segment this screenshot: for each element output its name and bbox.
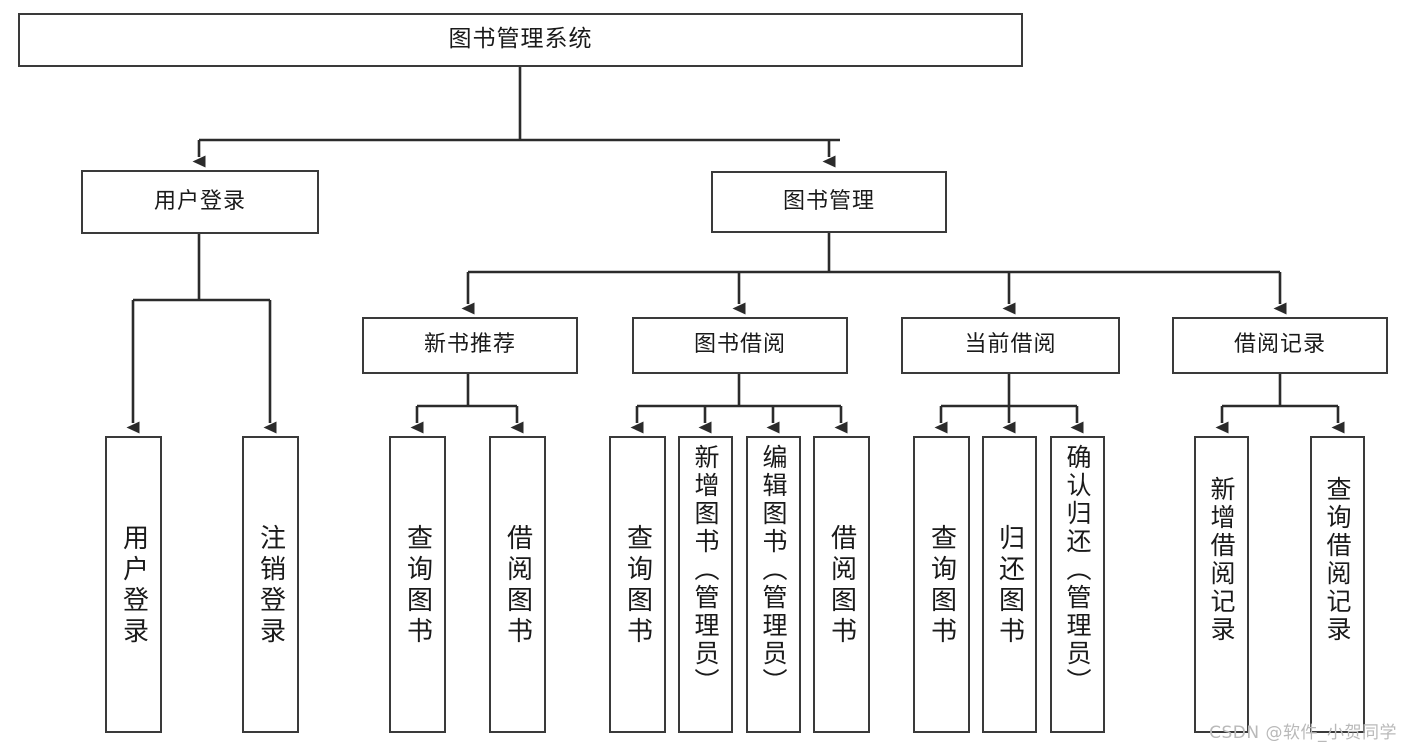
node-book-borrow[interactable]: 图书借阅 xyxy=(632,317,848,374)
node-label: 图书管理系统 xyxy=(448,26,593,53)
node-label: 注销登录 xyxy=(255,524,286,648)
node-borrow-record[interactable]: 借阅记录 xyxy=(1172,317,1388,374)
node-leaf-query-book-recommend[interactable]: 查询图书 xyxy=(389,436,446,733)
node-leaf-add-borrow-record[interactable]: 新增借阅记录 xyxy=(1194,436,1249,733)
node-leaf-edit-book-admin[interactable]: 编辑图书（管理员） xyxy=(746,436,801,733)
node-book-management[interactable]: 图书管理 xyxy=(711,171,947,233)
node-leaf-query-borrow-record[interactable]: 查询借阅记录 xyxy=(1310,436,1365,733)
node-label: 查询图书 xyxy=(926,524,957,648)
node-label: 图书借阅 xyxy=(693,332,786,358)
node-leaf-user-login[interactable]: 用户登录 xyxy=(105,436,162,733)
node-label: 借阅图书 xyxy=(502,524,533,648)
node-current-borrow[interactable]: 当前借阅 xyxy=(901,317,1120,374)
node-leaf-logout[interactable]: 注销登录 xyxy=(242,436,299,733)
node-leaf-borrow-book-borrow[interactable]: 借阅图书 xyxy=(813,436,870,733)
node-label: 新增图书（管理员） xyxy=(691,444,720,696)
node-label: 确认归还（管理员） xyxy=(1063,444,1092,696)
node-user-login[interactable]: 用户登录 xyxy=(81,170,319,234)
node-label: 借阅记录 xyxy=(1233,332,1326,358)
node-label: 用户登录 xyxy=(153,188,246,214)
node-label: 查询借阅记录 xyxy=(1323,476,1352,644)
node-label: 新增借阅记录 xyxy=(1207,476,1236,644)
node-leaf-add-book-admin[interactable]: 新增图书（管理员） xyxy=(678,436,733,733)
node-book-management-system[interactable]: 图书管理系统 xyxy=(18,13,1023,67)
node-leaf-confirm-return-admin[interactable]: 确认归还（管理员） xyxy=(1050,436,1105,733)
node-label: 新书推荐 xyxy=(423,332,516,358)
node-label: 归还图书 xyxy=(994,524,1025,648)
node-label: 编辑图书（管理员） xyxy=(759,444,788,696)
node-new-book-recommend[interactable]: 新书推荐 xyxy=(362,317,578,374)
node-label: 图书管理 xyxy=(782,188,875,214)
node-label: 当前借阅 xyxy=(964,332,1057,358)
node-label: 用户登录 xyxy=(118,524,149,648)
node-leaf-borrow-book-recommend[interactable]: 借阅图书 xyxy=(489,436,546,733)
node-leaf-query-book-borrow[interactable]: 查询图书 xyxy=(609,436,666,733)
node-label: 查询图书 xyxy=(622,524,653,648)
node-leaf-return-book[interactable]: 归还图书 xyxy=(982,436,1037,733)
node-leaf-query-book-current[interactable]: 查询图书 xyxy=(913,436,970,733)
node-label: 查询图书 xyxy=(402,524,433,648)
node-label: 借阅图书 xyxy=(826,524,857,648)
